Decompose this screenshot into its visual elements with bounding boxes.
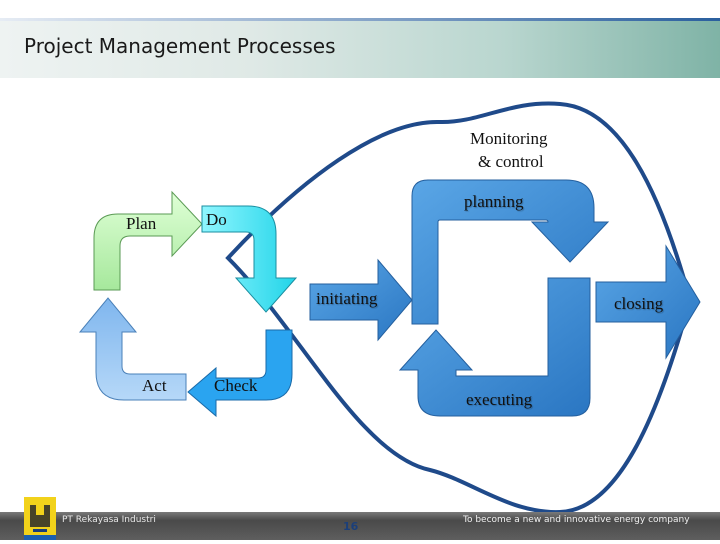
plan-label: Plan: [126, 214, 157, 233]
monitoring-label-line2: & control: [478, 152, 544, 171]
executing-arrow: [398, 277, 591, 417]
initiating-arrow: [309, 258, 413, 342]
page-number: 16: [343, 520, 359, 533]
check-arrow: [187, 329, 293, 418]
plan-arrow: [93, 190, 203, 291]
page-title: Project Management Processes: [24, 34, 336, 58]
company-logo: [24, 497, 56, 540]
footer-bar: [0, 512, 720, 540]
check-label: Check: [214, 376, 258, 395]
do-label: Do: [206, 210, 227, 229]
do-arrow: [201, 205, 298, 313]
closing-label: closing: [614, 294, 664, 313]
planning-arrow: [411, 179, 610, 325]
footer-company: PT Rekayasa Industri: [62, 515, 156, 525]
title-bar-top-line: [0, 18, 720, 21]
act-arrow: [78, 297, 187, 401]
closing-arrow: [595, 244, 701, 360]
planning-label: planning: [464, 192, 524, 211]
act-label: Act: [142, 376, 167, 395]
executing-label: executing: [466, 390, 533, 409]
initiating-label: initiating: [316, 289, 378, 308]
monitoring-label-line1: Monitoring: [470, 129, 548, 148]
title-bar: [0, 18, 720, 78]
footer-tagline: To become a new and innovative energy co…: [463, 515, 690, 525]
